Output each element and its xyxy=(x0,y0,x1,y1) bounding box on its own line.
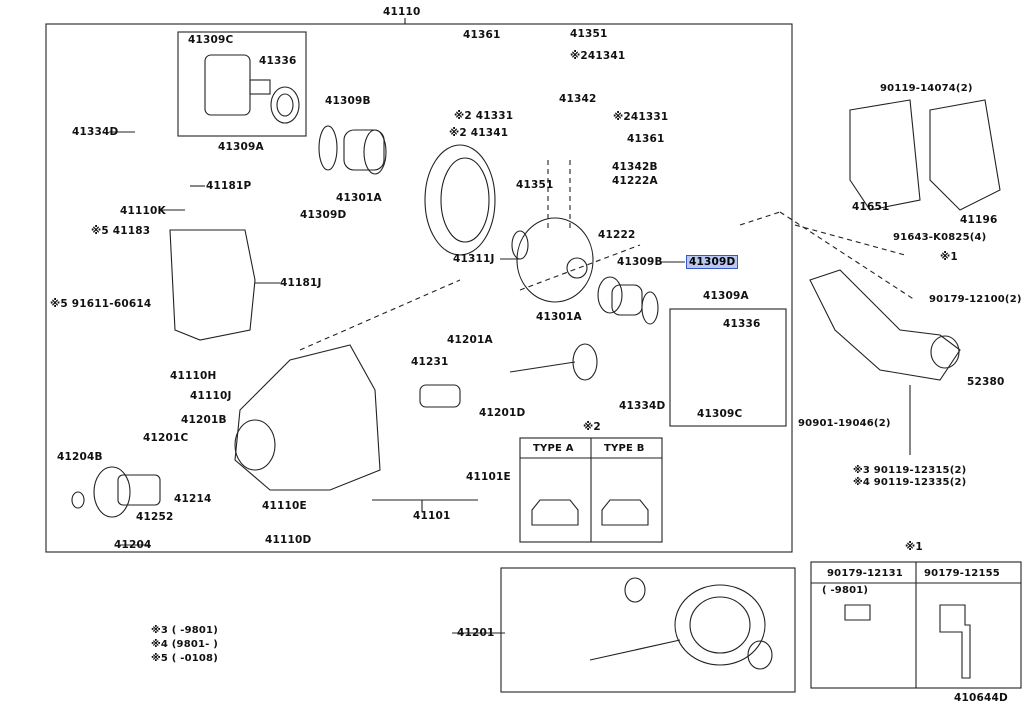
label-9801-range: ( -9801) xyxy=(822,585,869,596)
label-41361-b: 41361 xyxy=(627,133,665,145)
label-2-41341-a: ※241341 xyxy=(570,50,626,62)
label-41196: 41196 xyxy=(960,214,998,226)
label-90119-14074: 90119-14074(2) xyxy=(880,83,973,94)
label-41204: 41204 xyxy=(114,539,152,551)
ring-gear-sketch xyxy=(424,144,496,256)
housing-41101-sketch xyxy=(234,344,381,491)
label-41361-a: 41361 xyxy=(463,29,501,41)
label-41309b-mid: 41309B xyxy=(617,256,663,268)
label-41222a: 41222A xyxy=(612,175,658,187)
label-41309d-top: 41309D xyxy=(300,209,347,221)
bolt-12131 xyxy=(844,604,871,621)
label-41110h: 41110H xyxy=(170,370,217,382)
label-41309a-top: 41309A xyxy=(218,141,264,153)
type-b-shape xyxy=(601,499,649,526)
label-41309c-top: 41309C xyxy=(188,34,234,46)
bearing-41301a-sketch xyxy=(318,125,387,175)
label-41651: 41651 xyxy=(852,201,890,213)
label-41309a-mid: 41309A xyxy=(703,290,749,302)
bearing-41301a-mid-sketch xyxy=(597,276,659,325)
label-2-41341-b: ※2 41341 xyxy=(449,127,509,139)
label-41231: 41231 xyxy=(411,356,449,368)
label-2-41331-a: ※2 41331 xyxy=(454,110,514,122)
label-41110d: 41110D xyxy=(265,534,312,546)
bolt-12155 xyxy=(939,604,971,679)
label-90179-12131: 90179-12131 xyxy=(827,568,903,579)
label-41252: 41252 xyxy=(136,511,174,523)
label-5-41183: ※5 41183 xyxy=(91,225,151,237)
label-41101: 41101 xyxy=(413,510,451,522)
label-91643: 91643-K0825(4) xyxy=(893,232,987,243)
label-type-a: TYPE A xyxy=(533,443,574,454)
label-41351-b: 41351 xyxy=(516,179,554,191)
label-41214: 41214 xyxy=(174,493,212,505)
label-41301a-mid: 41301A xyxy=(536,311,582,323)
pinion-sketch xyxy=(419,343,598,408)
label-41336-mid: 41336 xyxy=(723,318,761,330)
inset-box-41201 xyxy=(500,567,796,693)
label-41110k: 41110K xyxy=(120,205,166,217)
label-41110: 41110 xyxy=(383,6,421,18)
label-2-note: ※2 xyxy=(583,421,601,433)
label-41101e: 41101E xyxy=(466,471,511,483)
label-41342b: 41342B xyxy=(612,161,658,173)
label-41301a-top: 41301A xyxy=(336,192,382,204)
label-4-90119: ※4 90119-12335(2) xyxy=(853,477,967,488)
label-41309b-top: 41309B xyxy=(325,95,371,107)
label-41342: 41342 xyxy=(559,93,597,105)
inset-box-41309a-mid xyxy=(669,308,787,427)
label-2-41331-b: ※241331 xyxy=(613,111,669,123)
note-4: ※4 (9801- ) xyxy=(151,639,218,650)
label-41110j: 41110J xyxy=(190,390,232,402)
main-frame xyxy=(45,23,793,553)
label-5-91611: ※5 91611-60614 xyxy=(50,298,152,310)
diagram-code: 410644D xyxy=(954,692,1008,704)
label-41201d: 41201D xyxy=(479,407,526,419)
label-41204b: 41204B xyxy=(57,451,103,463)
label-3-90119: ※3 90119-12315(2) xyxy=(853,465,967,476)
companion-flange-sketch xyxy=(71,466,161,518)
label-41201c: 41201C xyxy=(143,432,189,444)
label-41181j: 41181J xyxy=(280,277,322,289)
note-5: ※5 ( -0108) xyxy=(151,653,218,664)
label-90179-12100: 90179-12100(2) xyxy=(929,294,1022,305)
mount-41651-sketch xyxy=(849,99,1001,211)
type-a-shape xyxy=(531,499,579,526)
note-3: ※3 ( -9801) xyxy=(151,625,218,636)
label-90901: 90901-19046(2) xyxy=(798,418,891,429)
label-41201a: 41201A xyxy=(447,334,493,346)
label-41309c-mid: 41309C xyxy=(697,408,743,420)
cover-41181j-sketch xyxy=(169,229,256,341)
label-41110e: 41110E xyxy=(262,500,307,512)
label-41351-a: 41351 xyxy=(570,28,608,40)
inset-box-41309a-top xyxy=(177,31,307,137)
support-52380-sketch xyxy=(809,269,961,381)
label-41334d-left: 41334D xyxy=(72,126,119,138)
label-41334d-mid: 41334D xyxy=(619,400,666,412)
label-90179-12155: 90179-12155 xyxy=(924,568,1000,579)
bottom-inset-sketch xyxy=(589,577,773,670)
label-41336-top: 41336 xyxy=(259,55,297,67)
label-1-a: ※1 xyxy=(940,251,958,263)
label-41181p: 41181P xyxy=(206,180,252,192)
label-52380: 52380 xyxy=(967,376,1005,388)
label-41311j: 41311J xyxy=(453,253,495,265)
label-41201-bottom: 41201 xyxy=(457,627,495,639)
label-41222: 41222 xyxy=(598,229,636,241)
label-41201b: 41201B xyxy=(181,414,227,426)
flange-top-sketch xyxy=(204,54,300,124)
label-type-b: TYPE B xyxy=(604,443,645,454)
diff-case-sketch xyxy=(511,217,594,303)
label-1-b: ※1 xyxy=(905,541,923,553)
label-41309d-highlighted[interactable]: 41309D xyxy=(686,255,739,269)
